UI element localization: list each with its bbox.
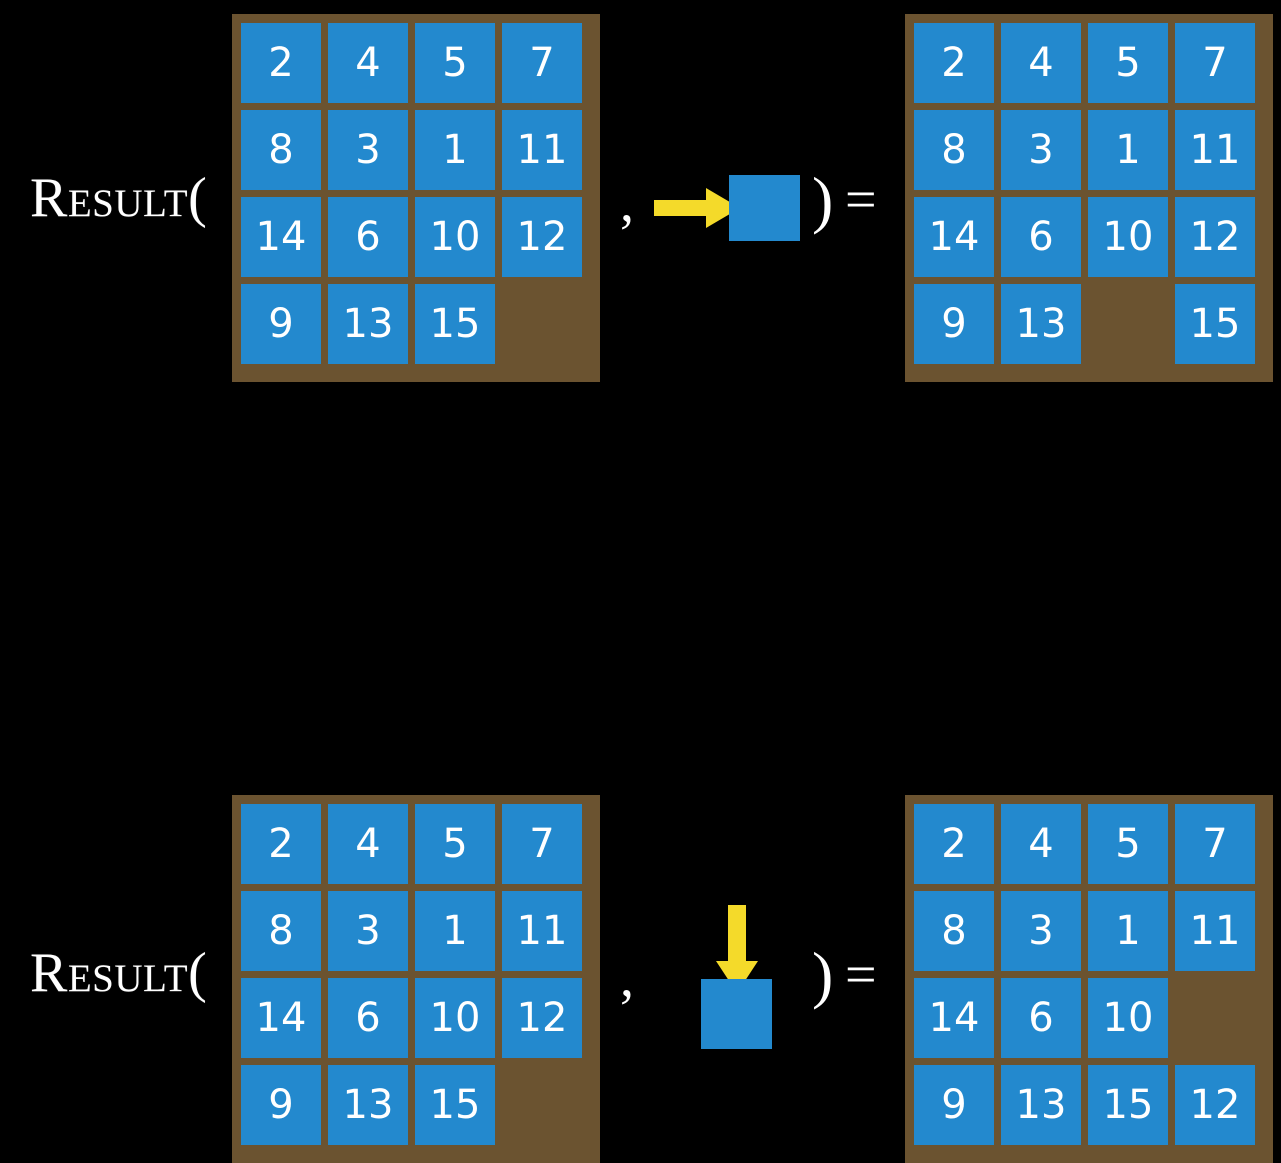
- puzzle-tile: 1: [415, 891, 495, 971]
- puzzle-tile: 7: [1175, 23, 1255, 103]
- puzzle-tile: 8: [914, 891, 994, 971]
- comma-separator: ,: [620, 947, 634, 1009]
- puzzle-tile: 7: [502, 804, 582, 884]
- puzzle-tile: 4: [328, 804, 408, 884]
- arrow-right-icon: [654, 188, 740, 228]
- puzzle-tile: 5: [1088, 804, 1168, 884]
- equals-sign: =: [845, 944, 877, 1006]
- result-function-label: Result(: [30, 167, 208, 229]
- puzzle-tile: 9: [241, 284, 321, 364]
- puzzle-tile: 15: [1088, 1065, 1168, 1145]
- puzzle-tile: 6: [1001, 197, 1081, 277]
- puzzle-tile: 3: [328, 891, 408, 971]
- puzzle-tile: 10: [415, 978, 495, 1058]
- puzzle-tile: 6: [328, 197, 408, 277]
- puzzle-tile: 10: [415, 197, 495, 277]
- puzzle-tile: 14: [241, 978, 321, 1058]
- puzzle-tile: 12: [502, 197, 582, 277]
- puzzle-tile: 9: [914, 1065, 994, 1145]
- puzzle-tile: 4: [1001, 804, 1081, 884]
- puzzle-tile: 1: [415, 110, 495, 190]
- equals-sign: =: [845, 169, 877, 231]
- puzzle-tile: 11: [502, 891, 582, 971]
- puzzle-tile: 7: [1175, 804, 1255, 884]
- puzzle-tile: 3: [328, 110, 408, 190]
- puzzle-tile: 15: [415, 1065, 495, 1145]
- puzzle-tile: 5: [415, 804, 495, 884]
- puzzle-tile: 15: [1175, 284, 1255, 364]
- puzzle-tile: 7: [502, 23, 582, 103]
- puzzle-tile: 13: [1001, 1065, 1081, 1145]
- puzzle-tile: 4: [1001, 23, 1081, 103]
- puzzle-tile-blank: [502, 284, 582, 364]
- action-tile-row-2: [701, 979, 772, 1049]
- puzzle-tile-blank: [1175, 978, 1255, 1058]
- comma-separator: ,: [620, 172, 634, 234]
- puzzle-tile: 2: [914, 804, 994, 884]
- puzzle-tile: 1: [1088, 110, 1168, 190]
- puzzle-tile: 11: [1175, 891, 1255, 971]
- puzzle-tile: 3: [1001, 891, 1081, 971]
- puzzle-tile: 1: [1088, 891, 1168, 971]
- puzzle-tile: 12: [1175, 197, 1255, 277]
- puzzle-tile: 9: [914, 284, 994, 364]
- puzzle-tile: 10: [1088, 978, 1168, 1058]
- close-paren: ): [812, 164, 834, 235]
- puzzle-tile: 11: [1175, 110, 1255, 190]
- puzzle-tile: 13: [328, 284, 408, 364]
- puzzle-tile: 14: [914, 978, 994, 1058]
- puzzle-tile: 4: [328, 23, 408, 103]
- puzzle-tile: 9: [241, 1065, 321, 1145]
- puzzle-tile: 2: [241, 804, 321, 884]
- puzzle-tile: 12: [502, 978, 582, 1058]
- puzzle-tile: 10: [1088, 197, 1168, 277]
- puzzle-tile: 2: [914, 23, 994, 103]
- puzzle-tile: 5: [415, 23, 495, 103]
- puzzle-tile: 12: [1175, 1065, 1255, 1145]
- puzzle-tile: 8: [241, 110, 321, 190]
- puzzle-tile-blank: [1088, 284, 1168, 364]
- puzzle-tile: 13: [328, 1065, 408, 1145]
- puzzle-tile: 2: [241, 23, 321, 103]
- puzzle-tile: 5: [1088, 23, 1168, 103]
- puzzle-tile: 11: [502, 110, 582, 190]
- puzzle-tile: 15: [415, 284, 495, 364]
- puzzle-tile: 6: [1001, 978, 1081, 1058]
- puzzle-tile: 6: [328, 978, 408, 1058]
- puzzle-tile: 3: [1001, 110, 1081, 190]
- puzzle-tile: 8: [241, 891, 321, 971]
- result-function-label: Result(: [30, 942, 208, 1004]
- puzzle-tile: 14: [914, 197, 994, 277]
- puzzle-tile-blank: [502, 1065, 582, 1145]
- close-paren: ): [812, 939, 834, 1010]
- puzzle-tile: 8: [914, 110, 994, 190]
- puzzle-tile: 13: [1001, 284, 1081, 364]
- puzzle-tile: 14: [241, 197, 321, 277]
- action-tile-row-1: [729, 175, 800, 241]
